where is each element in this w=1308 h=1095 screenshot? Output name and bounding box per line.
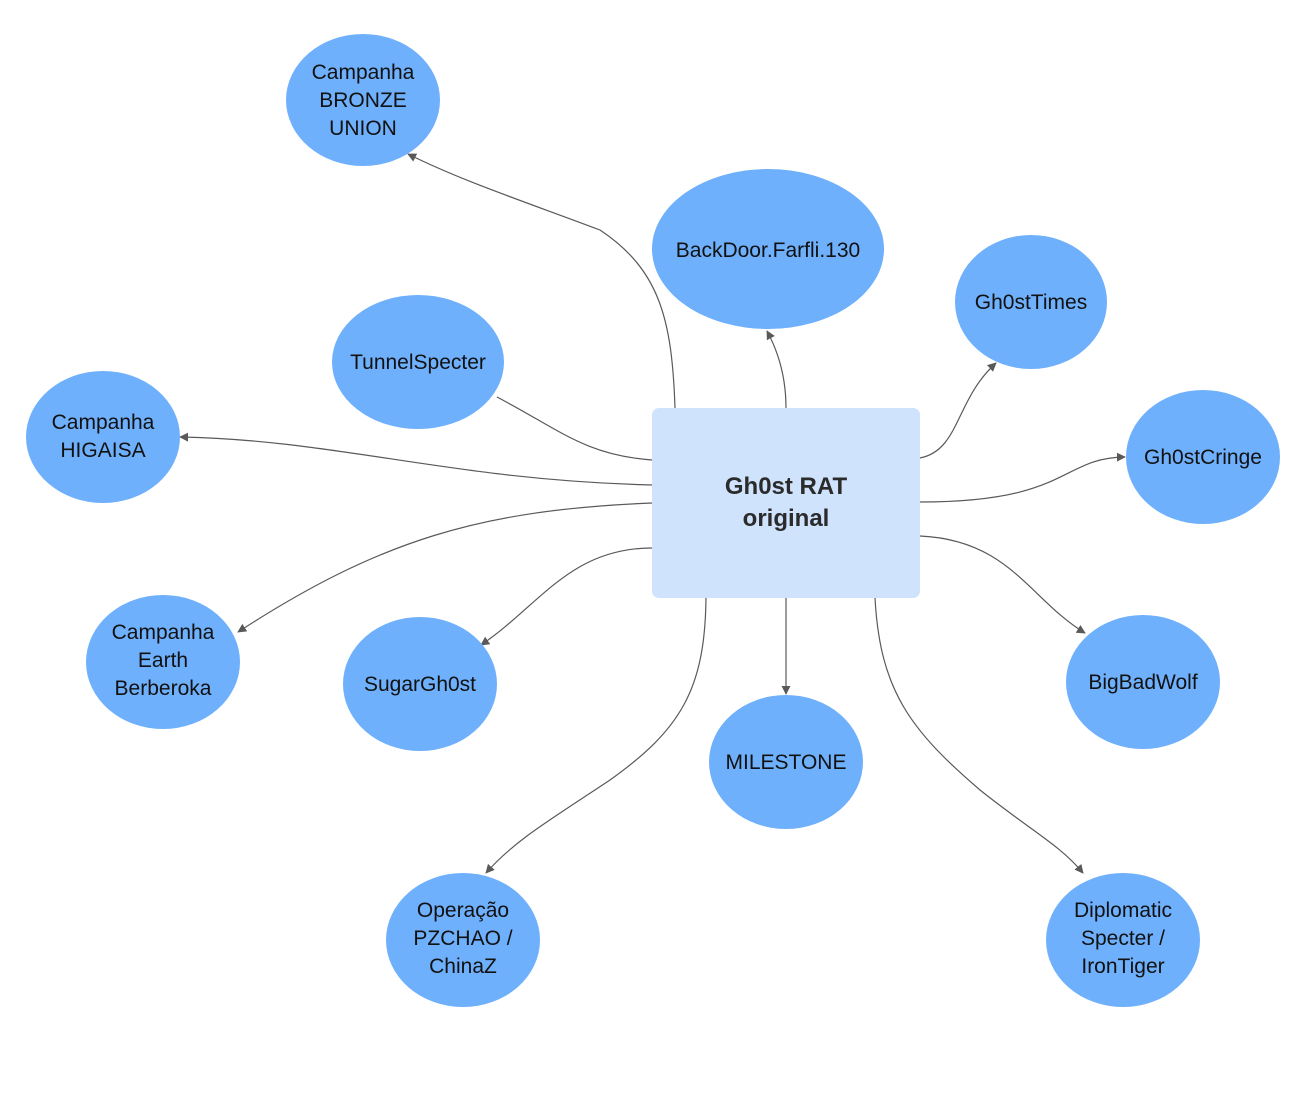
node-higaisa-label-1: Campanha <box>52 411 155 434</box>
node-higaisa-label-2: HIGAISA <box>60 439 145 462</box>
edge-from-tunnelspecter <box>496 396 653 461</box>
node-gh0stcringe[interactable]: Gh0stCringe <box>1126 390 1280 524</box>
node-backdoor-farfli-label-1: BackDoor.Farfli.130 <box>676 239 860 262</box>
node-bigbadwolf[interactable]: BigBadWolf <box>1066 615 1220 749</box>
node-bigbadwolf-label-1: BigBadWolf <box>1088 671 1198 694</box>
node-sugargh0st-shape <box>343 617 497 751</box>
node-sugargh0st[interactable]: SugarGh0st <box>343 617 497 751</box>
node-diplomatic-specter-label-3: IronTiger <box>1081 955 1164 978</box>
node-bronze-union-shape <box>286 34 440 166</box>
edge-to-higaisa <box>179 432 653 486</box>
node-gh0sttimes-label-1: Gh0stTimes <box>975 291 1087 314</box>
node-bronze-union-label-3: UNION <box>329 117 397 140</box>
node-diplomatic-specter-label-1: Diplomatic <box>1074 899 1172 922</box>
node-higaisa[interactable]: Campanha HIGAISA <box>26 371 180 503</box>
node-bigbadwolf-shape <box>1066 615 1220 749</box>
node-diplomatic-specter-label-2: Specter / <box>1081 927 1165 950</box>
node-pzchao-label-1: Operação <box>417 899 509 922</box>
node-earth-berberoka-label-2: Earth <box>138 649 188 672</box>
node-bronze-union[interactable]: Campanha BRONZE UNION <box>286 34 440 166</box>
node-tunnelspecter[interactable]: TunnelSpecter <box>332 295 504 429</box>
node-earth-berberoka[interactable]: Campanha Earth Berberoka <box>86 595 240 729</box>
edge-to-bigbadwolf <box>919 535 1086 634</box>
center-node-gh0st-rat[interactable]: Gh0st RAT original <box>652 408 920 598</box>
node-backdoor-farfli[interactable]: BackDoor.Farfli.130 <box>652 169 884 329</box>
node-sugargh0st-label-1: SugarGh0st <box>364 673 476 696</box>
center-node-label-line-2: original <box>743 505 830 532</box>
node-milestone-label-1: MILESTONE <box>726 751 847 774</box>
node-gh0stcringe-shape <box>1126 390 1280 524</box>
center-node-box <box>652 408 920 598</box>
center-node-label-line-1: Gh0st RAT <box>725 473 848 500</box>
node-gh0sttimes-shape <box>955 235 1107 369</box>
node-milestone[interactable]: MILESTONE <box>709 695 863 829</box>
node-pzchao-shape <box>386 873 540 1007</box>
node-diplomatic-specter-shape <box>1046 873 1200 1007</box>
node-gh0stcringe-label-1: Gh0stCringe <box>1144 446 1262 469</box>
node-bronze-union-label-2: BRONZE <box>319 89 407 112</box>
edges <box>179 153 1126 874</box>
node-pzchao-label-3: ChinaZ <box>429 955 497 978</box>
node-bronze-union-label-1: Campanha <box>312 61 415 84</box>
node-higaisa-shape <box>26 371 180 503</box>
node-gh0sttimes[interactable]: Gh0stTimes <box>955 235 1107 369</box>
node-milestone-shape <box>709 695 863 829</box>
node-earth-berberoka-label-3: Berberoka <box>115 677 212 700</box>
node-earth-berberoka-label-1: Campanha <box>112 621 215 644</box>
edge-to-gh0stcringe <box>919 452 1126 503</box>
edge-to-bronze-union <box>407 153 676 409</box>
node-backdoor-farfli-shape <box>652 169 884 329</box>
node-pzchao-label-2: PZCHAO / <box>413 927 512 950</box>
node-tunnelspecter-label-1: TunnelSpecter <box>350 351 486 374</box>
node-pzchao[interactable]: Operação PZCHAO / ChinaZ <box>386 873 540 1007</box>
node-diplomatic-specter[interactable]: Diplomatic Specter / IronTiger <box>1046 873 1200 1007</box>
edge-to-earth-berberoka <box>237 502 653 633</box>
node-earth-berberoka-shape <box>86 595 240 729</box>
edge-to-backdoor-farfli <box>766 330 787 409</box>
node-tunnelspecter-shape <box>332 295 504 429</box>
edge-to-gh0sttimes <box>919 362 997 459</box>
edge-to-pzchao <box>485 597 707 874</box>
edge-to-sugargh0st <box>480 547 653 646</box>
edge-to-diplomatic-specter <box>874 597 1084 874</box>
